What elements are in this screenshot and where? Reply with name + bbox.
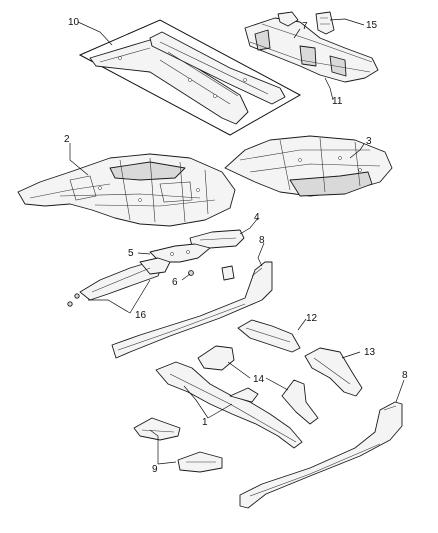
part-16-crossmember [67,257,171,307]
callout-4: 4 [254,212,260,223]
part-10-rear-rails-group [78,19,302,136]
callout-3: 3 [366,136,372,147]
callout-13: 13 [364,347,376,358]
part-15-bracket [315,11,335,35]
callout-12: 12 [306,313,318,324]
part-11-crossmember-group [244,11,379,83]
part-12-side-member [237,319,301,353]
callout-8-bottom: 8 [402,370,408,381]
part-10-box [78,19,302,136]
callout-11: 11 [332,96,343,107]
callout-6: 6 [172,277,178,288]
callout-14: 14 [253,374,265,385]
callout-7: 7 [302,21,308,32]
part-14-bracket-pair [197,345,319,425]
part-7-bracket [277,11,299,27]
part-8-bottom-sill [239,401,403,509]
callout-5: 5 [128,248,134,259]
part-1-floor-rail [155,361,303,449]
callout-16: 16 [135,310,147,321]
callout-labels: 10 7 15 11 2 3 4 5 6 8 16 12 13 14 1 8 9 [64,17,408,475]
part-3-rear-floor-pan [224,135,393,197]
part-9-brackets [133,417,223,473]
leader-lines [69,18,405,465]
callout-9: 9 [152,464,158,475]
part-8-top-sill [111,261,273,359]
callout-10: 10 [68,17,80,28]
part-13-rail-extension [304,347,363,397]
callout-1: 1 [202,417,208,428]
part-2-front-floor-pan [17,153,236,227]
callout-15: 15 [366,20,378,31]
callout-2: 2 [64,134,70,145]
callout-8-top: 8 [259,235,265,246]
